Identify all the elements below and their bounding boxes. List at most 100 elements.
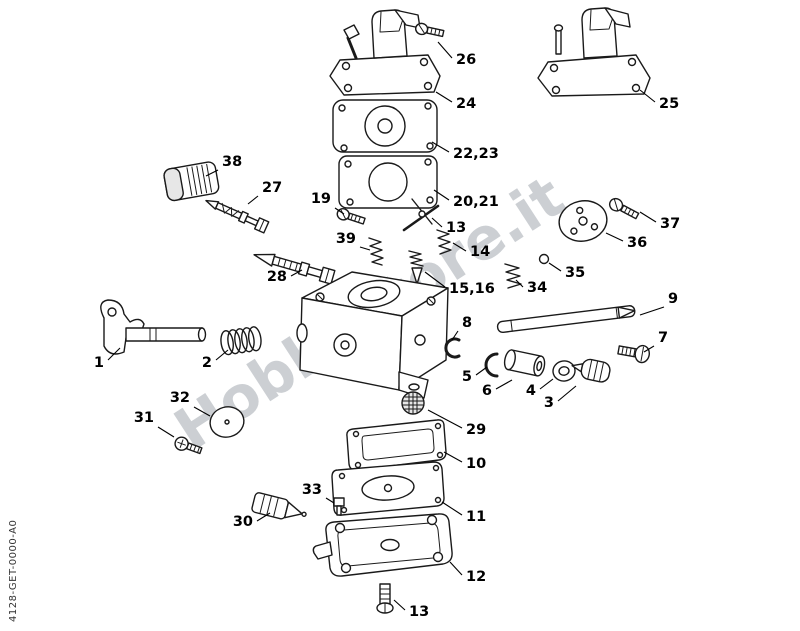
part-pump-cover-25	[537, 7, 651, 97]
leader-line-15,16-11	[424, 271, 446, 288]
leader-line-11-30	[441, 501, 463, 516]
part-valve-3	[571, 358, 611, 383]
part-gasket-20-21	[338, 155, 438, 209]
leader-line-26-0	[437, 41, 453, 59]
leader-line-32-26	[193, 406, 211, 417]
part-label-30-32: 30	[233, 514, 253, 530]
part-inlet-needle-15-16	[408, 250, 424, 285]
part-e-clip-8	[444, 337, 461, 359]
part-screw-7	[617, 344, 650, 364]
part-screw-37	[608, 197, 640, 220]
leader-line-7-19	[643, 345, 655, 353]
leader-line-6-23	[495, 379, 513, 390]
leader-line-25-2	[639, 89, 656, 103]
part-label-38-5: 38	[222, 154, 242, 170]
part-label-31-27: 31	[134, 410, 154, 426]
part-screen-29	[401, 391, 425, 415]
part-spring-2	[220, 326, 262, 356]
part-screw-31	[174, 436, 203, 455]
part-label-22,23-3: 22,23	[453, 146, 499, 162]
part-cover-12	[312, 513, 453, 577]
part-cap-38	[163, 161, 220, 202]
leader-line-36-15	[605, 232, 624, 242]
part-label-15,16-11: 15,16	[449, 281, 495, 297]
part-label-6-23: 6	[482, 383, 492, 399]
part-label-39-9: 39	[336, 231, 356, 247]
part-lever-1	[100, 299, 207, 355]
part-metering-diaphragm-11	[331, 461, 445, 516]
leader-line-37-16	[639, 211, 657, 223]
part-screw-19	[336, 208, 366, 225]
part-disc-36	[558, 200, 608, 242]
leader-line-24-1	[435, 91, 453, 103]
part-label-13-34: 13	[409, 604, 429, 620]
leader-line-31-27	[157, 426, 175, 438]
part-label-35-14: 35	[565, 265, 585, 281]
part-disc-32	[209, 406, 245, 438]
part-ball-35	[538, 253, 550, 265]
part-needle-28	[253, 253, 336, 285]
part-label-24-1: 24	[456, 96, 476, 112]
part-spring-14	[436, 229, 452, 255]
leader-line-1-20	[107, 347, 121, 361]
part-label-3-25: 3	[544, 395, 554, 411]
leader-line-28-12	[290, 269, 303, 277]
part-pump-diaphragm-22-23	[332, 99, 438, 153]
part-screw-26	[414, 22, 445, 38]
leader-line-33-31	[325, 497, 335, 504]
part-label-27-6: 27	[262, 180, 282, 196]
part-label-37-16: 37	[660, 216, 680, 232]
part-label-10-29: 10	[466, 456, 486, 472]
leader-line-35-14	[548, 262, 562, 272]
part-pump-cover-24	[329, 9, 441, 96]
part-label-9-17: 9	[668, 291, 678, 307]
leader-line-27-6	[247, 195, 259, 205]
part-label-19-7: 19	[311, 191, 331, 207]
part-label-11-30: 11	[466, 509, 486, 525]
leader-line-34-13	[515, 279, 524, 288]
part-valve-30	[251, 492, 307, 520]
part-label-32-26: 32	[170, 390, 190, 406]
leader-line-13-34	[393, 599, 406, 611]
leader-line-30-32	[256, 512, 271, 522]
part-label-14-10: 14	[470, 244, 490, 260]
part-carburetor-body	[296, 271, 449, 399]
part-bushing-6	[503, 349, 546, 377]
leader-line-8-18	[451, 330, 459, 341]
part-label-8-18: 8	[462, 315, 472, 331]
leader-line-12-33	[449, 561, 463, 576]
leader-line-2-21	[215, 349, 229, 361]
leader-line-22,23-3	[431, 141, 450, 153]
part-plug-33	[333, 497, 345, 516]
leader-line-38-5	[205, 169, 219, 177]
part-label-29-28: 29	[466, 422, 486, 438]
leader-line-39-9	[359, 246, 371, 251]
part-spring-34	[504, 263, 522, 289]
leader-line-3-25	[557, 385, 577, 402]
part-label-34-13: 34	[527, 280, 547, 296]
part-label-2-21: 2	[202, 355, 212, 371]
leader-line-14-10	[452, 242, 467, 252]
part-label-7-19: 7	[658, 330, 668, 346]
part-label-20,21-4: 20,21	[453, 194, 499, 210]
part-label-5-22: 5	[462, 369, 472, 385]
part-shaft-9	[496, 305, 636, 334]
part-needle-27	[205, 199, 270, 234]
part-spring-39	[368, 237, 384, 266]
doc-code-text: 4128-GET-0000-A0	[8, 520, 19, 622]
leader-line-13-8	[431, 217, 443, 228]
part-label-1-20: 1	[94, 355, 104, 371]
part-screw-13	[376, 583, 394, 614]
leader-line-4-24	[539, 378, 554, 390]
part-label-26-0: 26	[456, 52, 476, 68]
part-label-12-33: 12	[466, 569, 486, 585]
part-label-28-12: 28	[267, 269, 287, 285]
part-gasket-10	[346, 419, 447, 471]
leader-line-20,21-4	[433, 189, 450, 201]
part-washer-4	[552, 360, 576, 382]
leader-line-10-29	[443, 451, 463, 463]
part-c-washer-5	[484, 352, 499, 378]
leader-line-29-28	[427, 409, 463, 429]
